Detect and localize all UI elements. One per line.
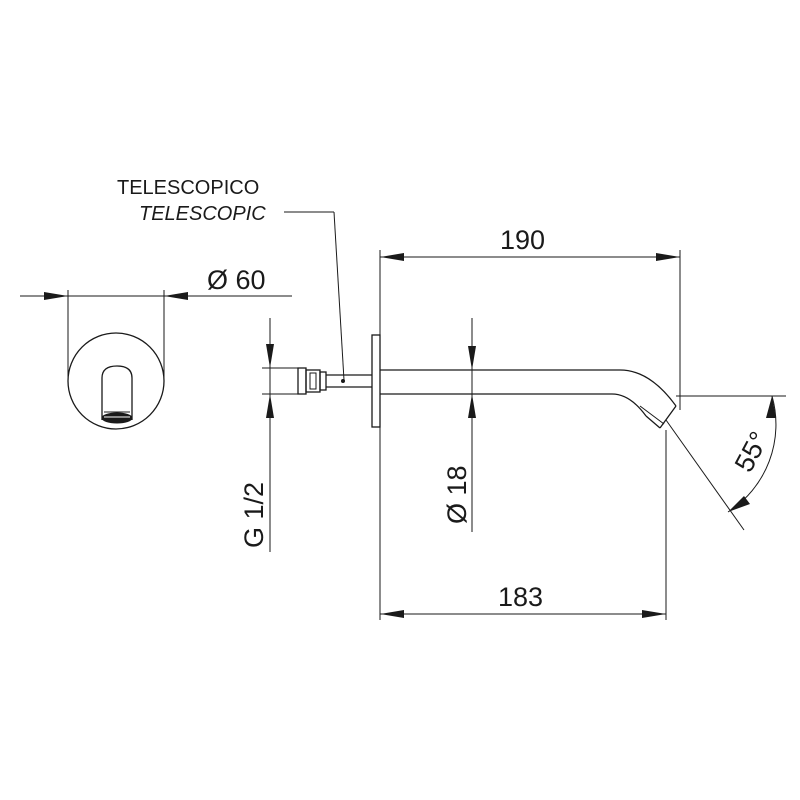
g12-arrow-bottom [266,394,274,418]
dim60-arrow-left [44,292,68,300]
dim190-arrow-right [656,253,680,261]
dim60-arrow-right [164,292,188,300]
connector-nut-inner [309,372,317,390]
angle-label: 55° [729,427,775,477]
telescopico-label: TELESCOPICO [117,177,259,199]
aerator-front [101,412,133,424]
telescopic-label: TELESCOPIC [139,203,266,225]
dim-55-angle: 55° [665,395,786,531]
spout-tip [659,405,677,429]
dim183-arrow-right [642,610,666,618]
dim60-label: Ø 60 [207,265,266,295]
dim-190: 190 [379,225,681,620]
dim190-arrow-left [380,253,404,261]
g12-label: G 1/2 [239,482,269,548]
angle-arrow-top [766,396,776,418]
connector-collar [319,371,327,391]
g12-arrow-top [266,344,274,368]
d18-label: Ø 18 [442,465,472,524]
dim190-label: 190 [500,225,545,255]
dim183-label: 183 [498,582,543,612]
dim183-arrow-left [380,610,404,618]
spout-nozzle-line [639,405,665,425]
angle-ref-axis [665,419,745,531]
spout-nozzle-end [645,415,661,429]
wall-flange [371,334,381,428]
leader-vertical [333,211,345,381]
d18-arrow-top [468,346,476,370]
spout-top-edge [380,369,677,407]
front-view: Ø 60 [20,265,292,430]
spout-front-outline [101,365,133,420]
d18-arrow-bottom [468,394,476,418]
dim-183: 183 [380,430,667,620]
spout-bottom-edge [380,393,647,417]
dim-18: Ø 18 [442,318,476,532]
angle-arrow-bottom [728,496,750,512]
threaded-connector [297,367,307,395]
telescopic-callout: TELESCOPICO TELESCOPIC [117,177,345,381]
dim-g12: G 1/2 [239,318,300,552]
side-view [297,334,677,429]
